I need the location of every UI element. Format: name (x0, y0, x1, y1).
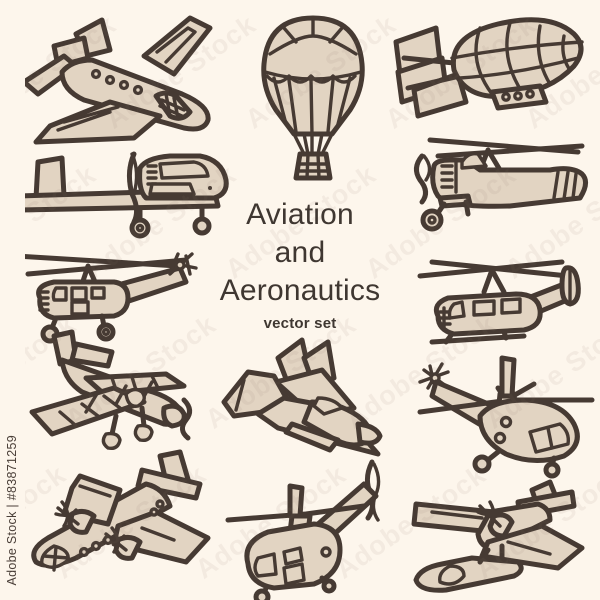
title-subtitle: vector set (263, 315, 337, 332)
illustration-transport-helicopter (10, 238, 222, 348)
illustration-hot-air-balloon (258, 14, 368, 184)
illustration-twin-prop-transport (14, 449, 214, 597)
illustration-zeppelin-airship (388, 8, 593, 128)
title-line-3: Aeronautics (219, 274, 381, 307)
title-line-1: Aviation (246, 198, 354, 231)
adobe-stock-sidebar-watermark: Adobe Stock | #83871259 (0, 0, 25, 600)
adobe-stock-credit-text: Adobe Stock | #83871259 (5, 435, 19, 586)
illustration-autogyro (410, 122, 595, 232)
illustration-utility-helicopter (412, 250, 597, 360)
title-block: Aviation and Aeronautics vector set (190, 196, 410, 332)
illustration-heavy-helicopter (402, 338, 597, 479)
illustration-jet-airliner (14, 8, 224, 148)
illustration-biplane (16, 329, 196, 460)
illustration-light-helicopter (222, 458, 397, 600)
illustration-seaplane (398, 468, 596, 598)
illustration-fighter-jet (218, 336, 398, 466)
title-line-2: and (274, 236, 326, 269)
